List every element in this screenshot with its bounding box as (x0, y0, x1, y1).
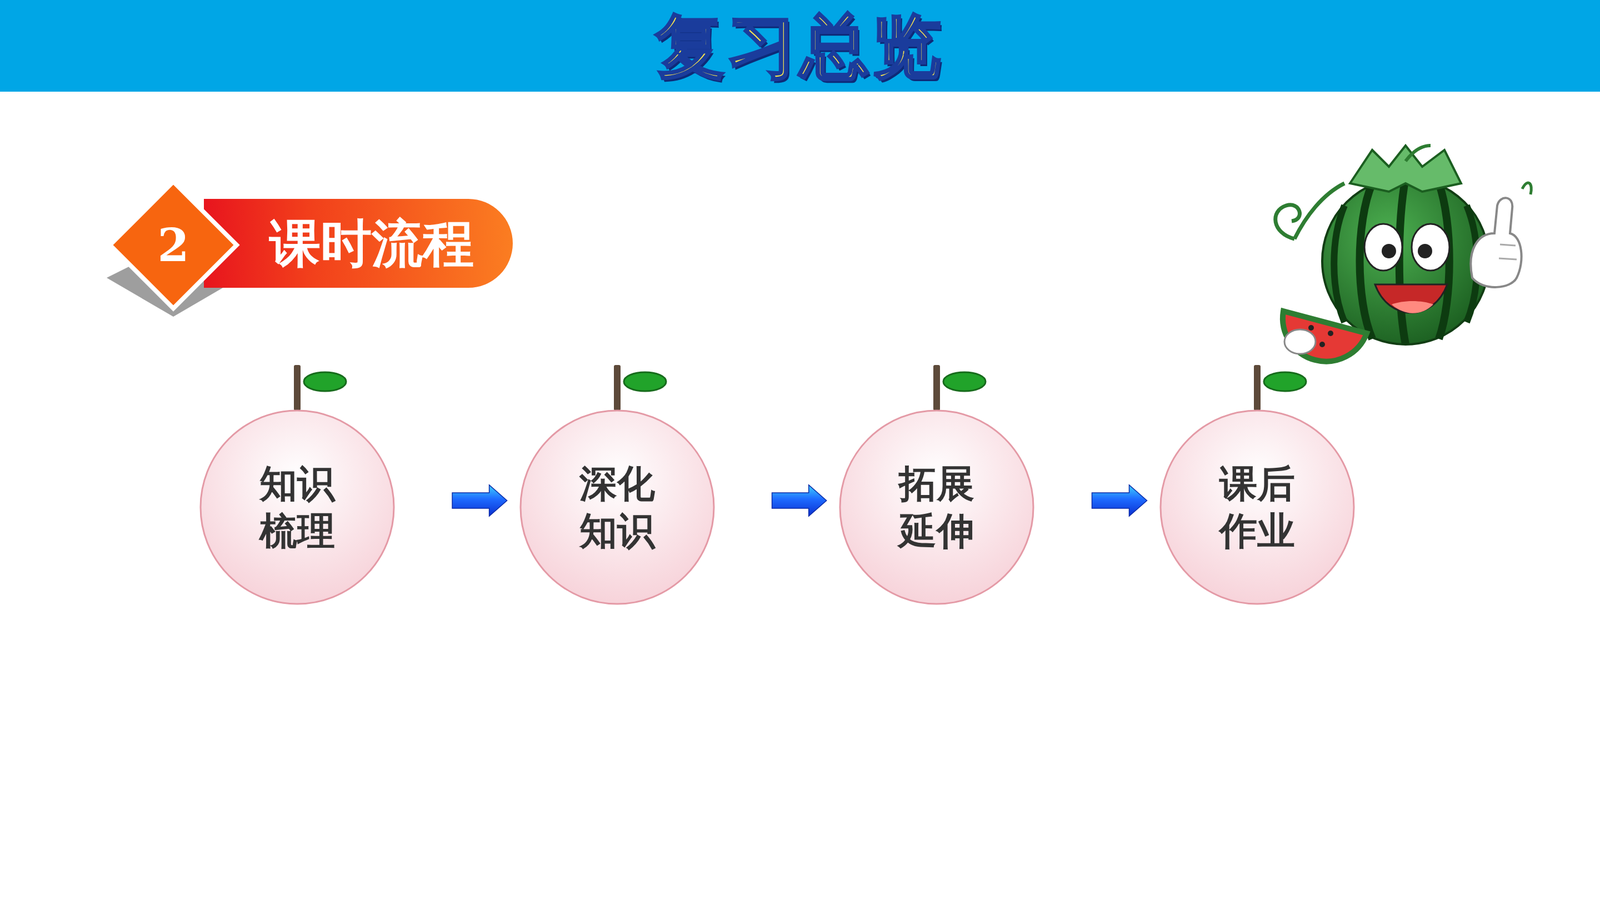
text-holder: 2 (157, 216, 189, 274)
fruit-stem (933, 365, 940, 411)
circle-outline (199, 409, 395, 605)
number-diamond: 2 (106, 178, 240, 312)
text-holder: 拓展 延伸 (896, 460, 978, 555)
flow-arrow (452, 485, 508, 517)
fruit-stem (1253, 365, 1261, 411)
circle-outline (1159, 409, 1355, 605)
fruit-leaf (1263, 372, 1307, 392)
flow-arrow (772, 485, 827, 517)
section-number: 2 (157, 216, 189, 274)
step-label: 拓展 延伸 (896, 460, 978, 555)
step-label: 课后 作业 (1216, 460, 1298, 555)
fruit-stem (293, 365, 301, 411)
step-circle: 课后 作业 (1159, 409, 1355, 605)
title-bar: 复习总览 (0, 0, 1600, 92)
section-band: 课时流程 (203, 198, 513, 288)
page-title: 复习总览 (0, 4, 1600, 88)
step-circle: 拓展 延伸 (838, 409, 1035, 605)
step-circle: 知识 梳理 (199, 409, 395, 605)
section-title: 课时流程 (269, 211, 474, 276)
step-label: 深化 知识 (576, 460, 658, 555)
flow-arrow (1092, 485, 1148, 517)
watermelon-mascot (1275, 145, 1532, 362)
fruit-leaf (943, 372, 986, 392)
circle-outline (838, 409, 1035, 605)
text-holder: 课时流程 (269, 211, 474, 276)
text-holder: 知识 梳理 (256, 460, 338, 555)
circle-outline (519, 409, 715, 605)
step-label: 知识 梳理 (256, 460, 338, 555)
fruit-stem (613, 365, 621, 411)
text-holder: 深化 知识 (576, 460, 658, 555)
text-holder: 课后 作业 (1216, 460, 1298, 555)
fruit-leaf (303, 372, 347, 392)
fruit-leaf (623, 372, 667, 392)
step-circle: 深化 知识 (519, 409, 715, 605)
